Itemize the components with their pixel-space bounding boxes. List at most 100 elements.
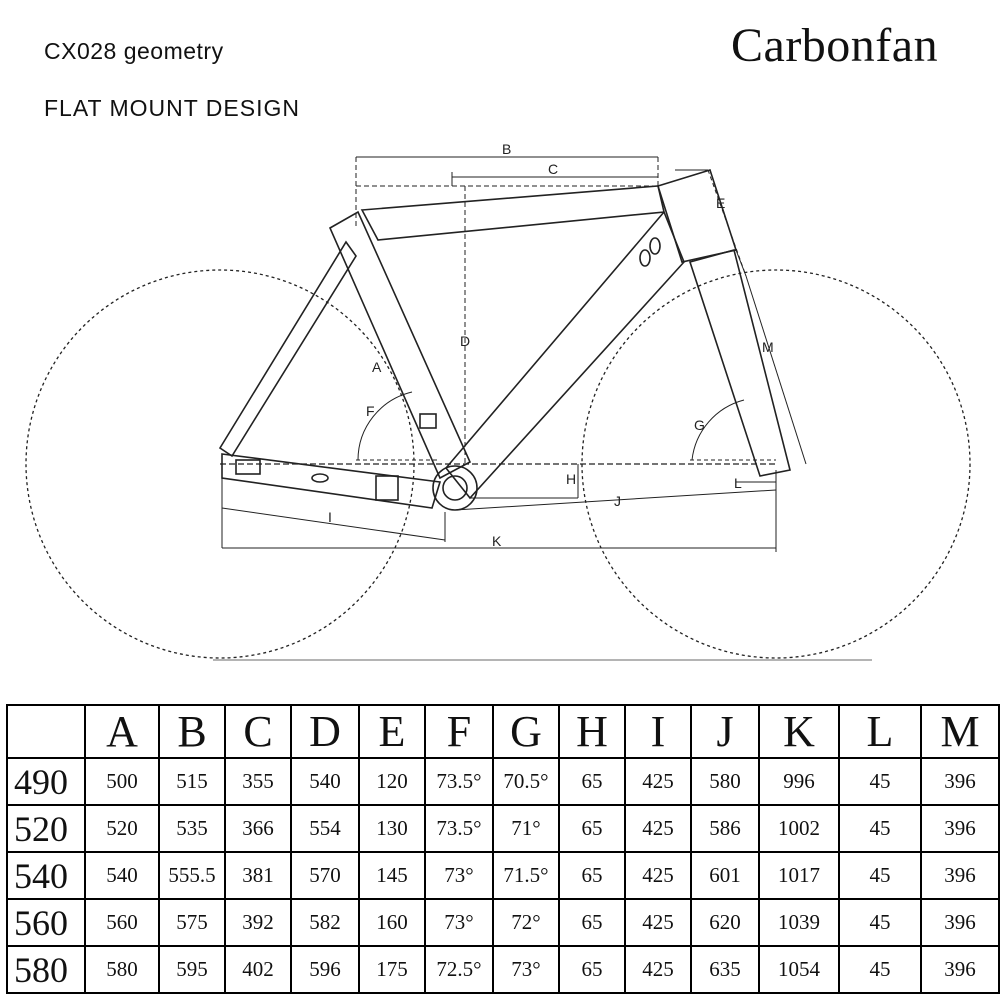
label-j: J <box>614 493 621 509</box>
frame-size-cell: 520 <box>6 804 86 853</box>
label-f: F <box>366 403 375 419</box>
header-cell: F <box>424 704 494 759</box>
table-cell: 45 <box>838 898 922 947</box>
header-cell: H <box>558 704 626 759</box>
table-cell: 396 <box>920 804 1000 853</box>
table-cell: 396 <box>920 757 1000 806</box>
table-cell: 560 <box>84 898 160 947</box>
table-cell: 570 <box>290 851 360 900</box>
label-a: A <box>372 359 382 375</box>
header-cell: L <box>838 704 922 759</box>
table-cell: 425 <box>624 898 692 947</box>
table-cell: 70.5° <box>492 757 560 806</box>
table-cell: 500 <box>84 757 160 806</box>
table-cell: 425 <box>624 804 692 853</box>
header-cell: E <box>358 704 426 759</box>
frame-outline <box>218 169 791 511</box>
label-h: H <box>566 471 576 487</box>
label-b: B <box>502 141 511 157</box>
table-cell: 392 <box>224 898 292 947</box>
table-cell: 65 <box>558 757 626 806</box>
table-cell: 425 <box>624 757 692 806</box>
header-cell: C <box>224 704 292 759</box>
table-cell: 73° <box>492 945 560 994</box>
table-header-row: A B C D E F G H I J K L M <box>6 704 1000 759</box>
table-cell: 520 <box>84 804 160 853</box>
table-cell: 425 <box>624 851 692 900</box>
front-wheel-outline <box>581 269 971 659</box>
header-cell: J <box>690 704 760 759</box>
table-cell: 45 <box>838 851 922 900</box>
table-cell: 554 <box>290 804 360 853</box>
label-l: L <box>734 475 742 491</box>
label-i: I <box>328 509 332 525</box>
header-cell <box>6 704 86 759</box>
header-cell: D <box>290 704 360 759</box>
table-cell: 45 <box>838 757 922 806</box>
frame-size-cell: 580 <box>6 945 86 994</box>
table-cell: 396 <box>920 851 1000 900</box>
table-cell: 580 <box>690 757 760 806</box>
table-cell: 366 <box>224 804 292 853</box>
table-cell: 145 <box>358 851 426 900</box>
table-cell: 1039 <box>758 898 840 947</box>
dimension-lines <box>221 156 807 552</box>
table-cell: 540 <box>84 851 160 900</box>
label-g: G <box>694 417 705 433</box>
table-cell: 425 <box>624 945 692 994</box>
table-cell: 65 <box>558 851 626 900</box>
table-cell: 595 <box>158 945 226 994</box>
header-cell: A <box>84 704 160 759</box>
header-cell: B <box>158 704 226 759</box>
label-d: D <box>460 333 470 349</box>
label-c: C <box>548 161 558 177</box>
table-cell: 73.5° <box>424 757 494 806</box>
table-cell: 535 <box>158 804 226 853</box>
table-cell: 355 <box>224 757 292 806</box>
frame-size-cell: 560 <box>6 898 86 947</box>
table-cell: 1017 <box>758 851 840 900</box>
table-cell: 575 <box>158 898 226 947</box>
table-cell: 73.5° <box>424 804 494 853</box>
header-cell: G <box>492 704 560 759</box>
table-cell: 65 <box>558 945 626 994</box>
header-cell: I <box>624 704 692 759</box>
table-cell: 45 <box>838 945 922 994</box>
table-cell: 73° <box>424 898 494 947</box>
table-cell: 635 <box>690 945 760 994</box>
diagram-subtitle: FLAT MOUNT DESIGN <box>44 95 300 121</box>
table-cell: 72.5° <box>424 945 494 994</box>
table-cell: 515 <box>158 757 226 806</box>
label-k: K <box>492 533 502 549</box>
brand-logo-text: Carbonfan <box>731 19 939 72</box>
frame-size-cell: 540 <box>6 851 86 900</box>
label-e: E <box>716 195 725 211</box>
table-cell: 1002 <box>758 804 840 853</box>
table-cell: 580 <box>84 945 160 994</box>
table-cell: 555.5 <box>158 851 226 900</box>
table-cell: 1054 <box>758 945 840 994</box>
table-cell: 120 <box>358 757 426 806</box>
frame-size-cell: 490 <box>6 757 86 806</box>
table-cell: 381 <box>224 851 292 900</box>
table-cell: 175 <box>358 945 426 994</box>
table-cell: 160 <box>358 898 426 947</box>
table-cell: 402 <box>224 945 292 994</box>
table-cell: 396 <box>920 898 1000 947</box>
header-cell: M <box>920 704 1000 759</box>
header-cell: K <box>758 704 840 759</box>
table-cell: 620 <box>690 898 760 947</box>
table-cell: 586 <box>690 804 760 853</box>
table-cell: 73° <box>424 851 494 900</box>
table-cell: 65 <box>558 898 626 947</box>
table-cell: 130 <box>358 804 426 853</box>
table-cell: 71.5° <box>492 851 560 900</box>
dimension-labels: A B C D E F G H I J K L M <box>328 141 774 549</box>
table-cell: 996 <box>758 757 840 806</box>
